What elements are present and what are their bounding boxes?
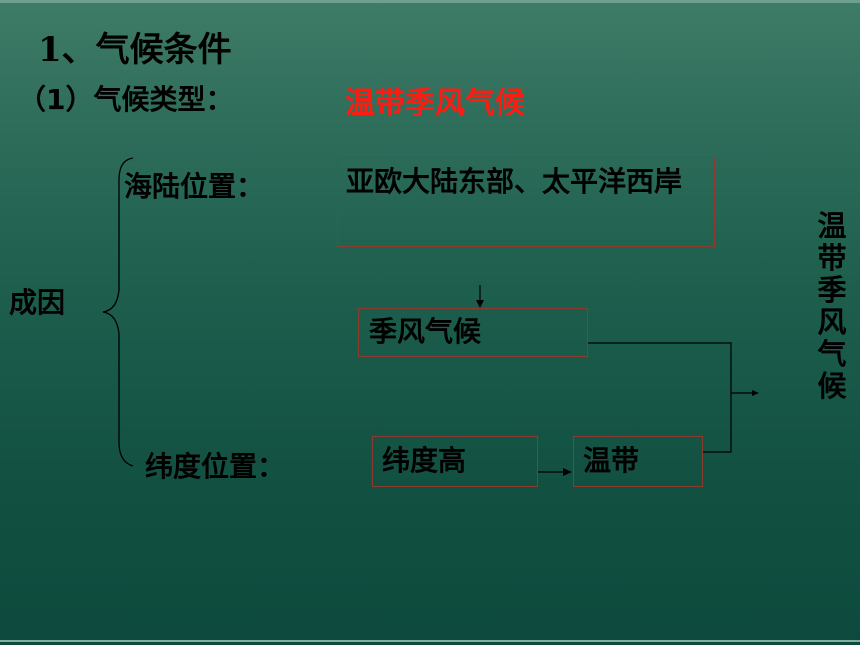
result-vertical-text: 温带季风气候 bbox=[817, 209, 847, 403]
latitude-position-label: 纬度位置： bbox=[145, 450, 286, 483]
climate-type-answer: 温带季风气候 bbox=[345, 86, 525, 121]
sea-land-box: 亚欧大陆东部、太平洋西岸 bbox=[337, 157, 715, 247]
page-title: 1、气候条件 bbox=[38, 30, 232, 70]
high-latitude-box: 纬度高 bbox=[372, 436, 538, 487]
temperate-merge-line bbox=[703, 393, 732, 453]
climate-type-label: （1）气候类型： bbox=[18, 83, 234, 116]
temperate-box: 温带 bbox=[573, 436, 703, 487]
cause-label: 成因 bbox=[9, 286, 66, 319]
monsoon-climate-box: 季风气候 bbox=[358, 308, 588, 357]
bottom-border bbox=[0, 640, 860, 642]
arrow-right-head bbox=[563, 468, 572, 476]
cause-brace bbox=[102, 157, 134, 467]
result-arrow-head bbox=[752, 390, 759, 396]
arrow-down-head bbox=[476, 300, 484, 308]
sea-land-position-label: 海陆位置： bbox=[124, 170, 265, 203]
top-border bbox=[0, 0, 860, 3]
monsoon-merge-line bbox=[588, 342, 732, 393]
